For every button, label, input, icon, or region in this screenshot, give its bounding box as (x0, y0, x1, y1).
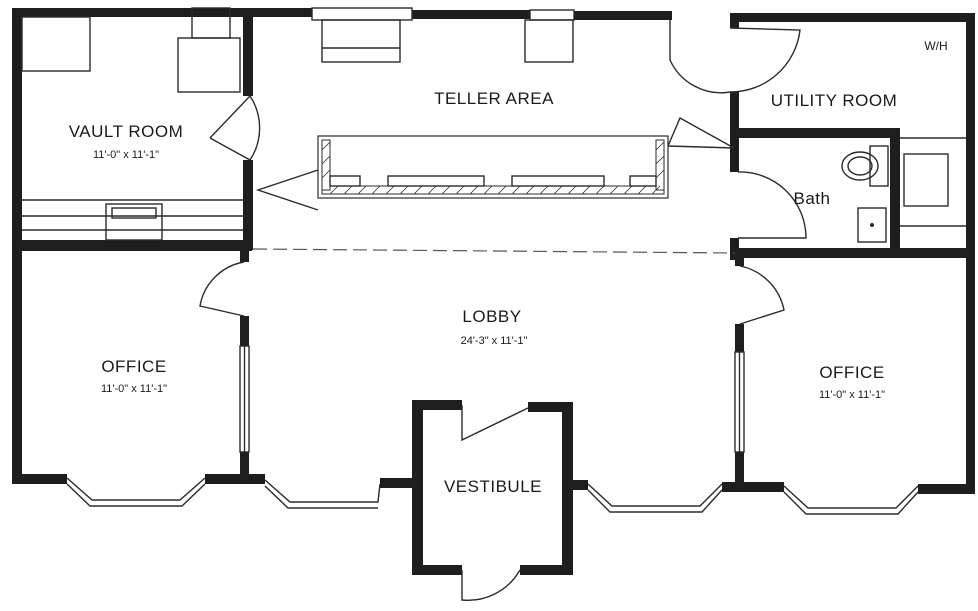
office-left-name: OFFICE (101, 357, 166, 376)
bath-name: Bath (794, 189, 831, 208)
bath-fixtures (841, 137, 966, 243)
doors (199, 20, 807, 601)
side-windows (239, 345, 745, 453)
bay-windows (66, 477, 919, 515)
office-right-name: OFFICE (819, 363, 884, 382)
vault-room-name: VAULT ROOM (69, 122, 184, 141)
utility-room-name: UTILITY ROOM (771, 91, 898, 110)
vault-room-dims: 11'-0" x 11'-1" (93, 149, 159, 161)
vault-fixtures (21, 16, 243, 241)
lobby-name: LOBBY (462, 307, 521, 326)
room-labels: VAULT ROOM 11'-0" x 11'-1" TELLER AREA U… (69, 39, 948, 496)
lobby-boundary-line (252, 248, 736, 254)
top-windows (177, 7, 575, 93)
vestibule-name: VESTIBULE (444, 477, 542, 496)
office-left-dims: 11'-0" x 11'-1" (101, 383, 167, 395)
lobby-dims: 24'-3" x 11'-1" (461, 335, 528, 347)
office-right-dims: 11'-0" x 11'-1" (819, 389, 885, 401)
interior-walls (12, 14, 975, 575)
teller-counter (317, 135, 669, 199)
water-heater-tag: W/H (924, 39, 947, 53)
teller-area-name: TELLER AREA (434, 89, 554, 108)
